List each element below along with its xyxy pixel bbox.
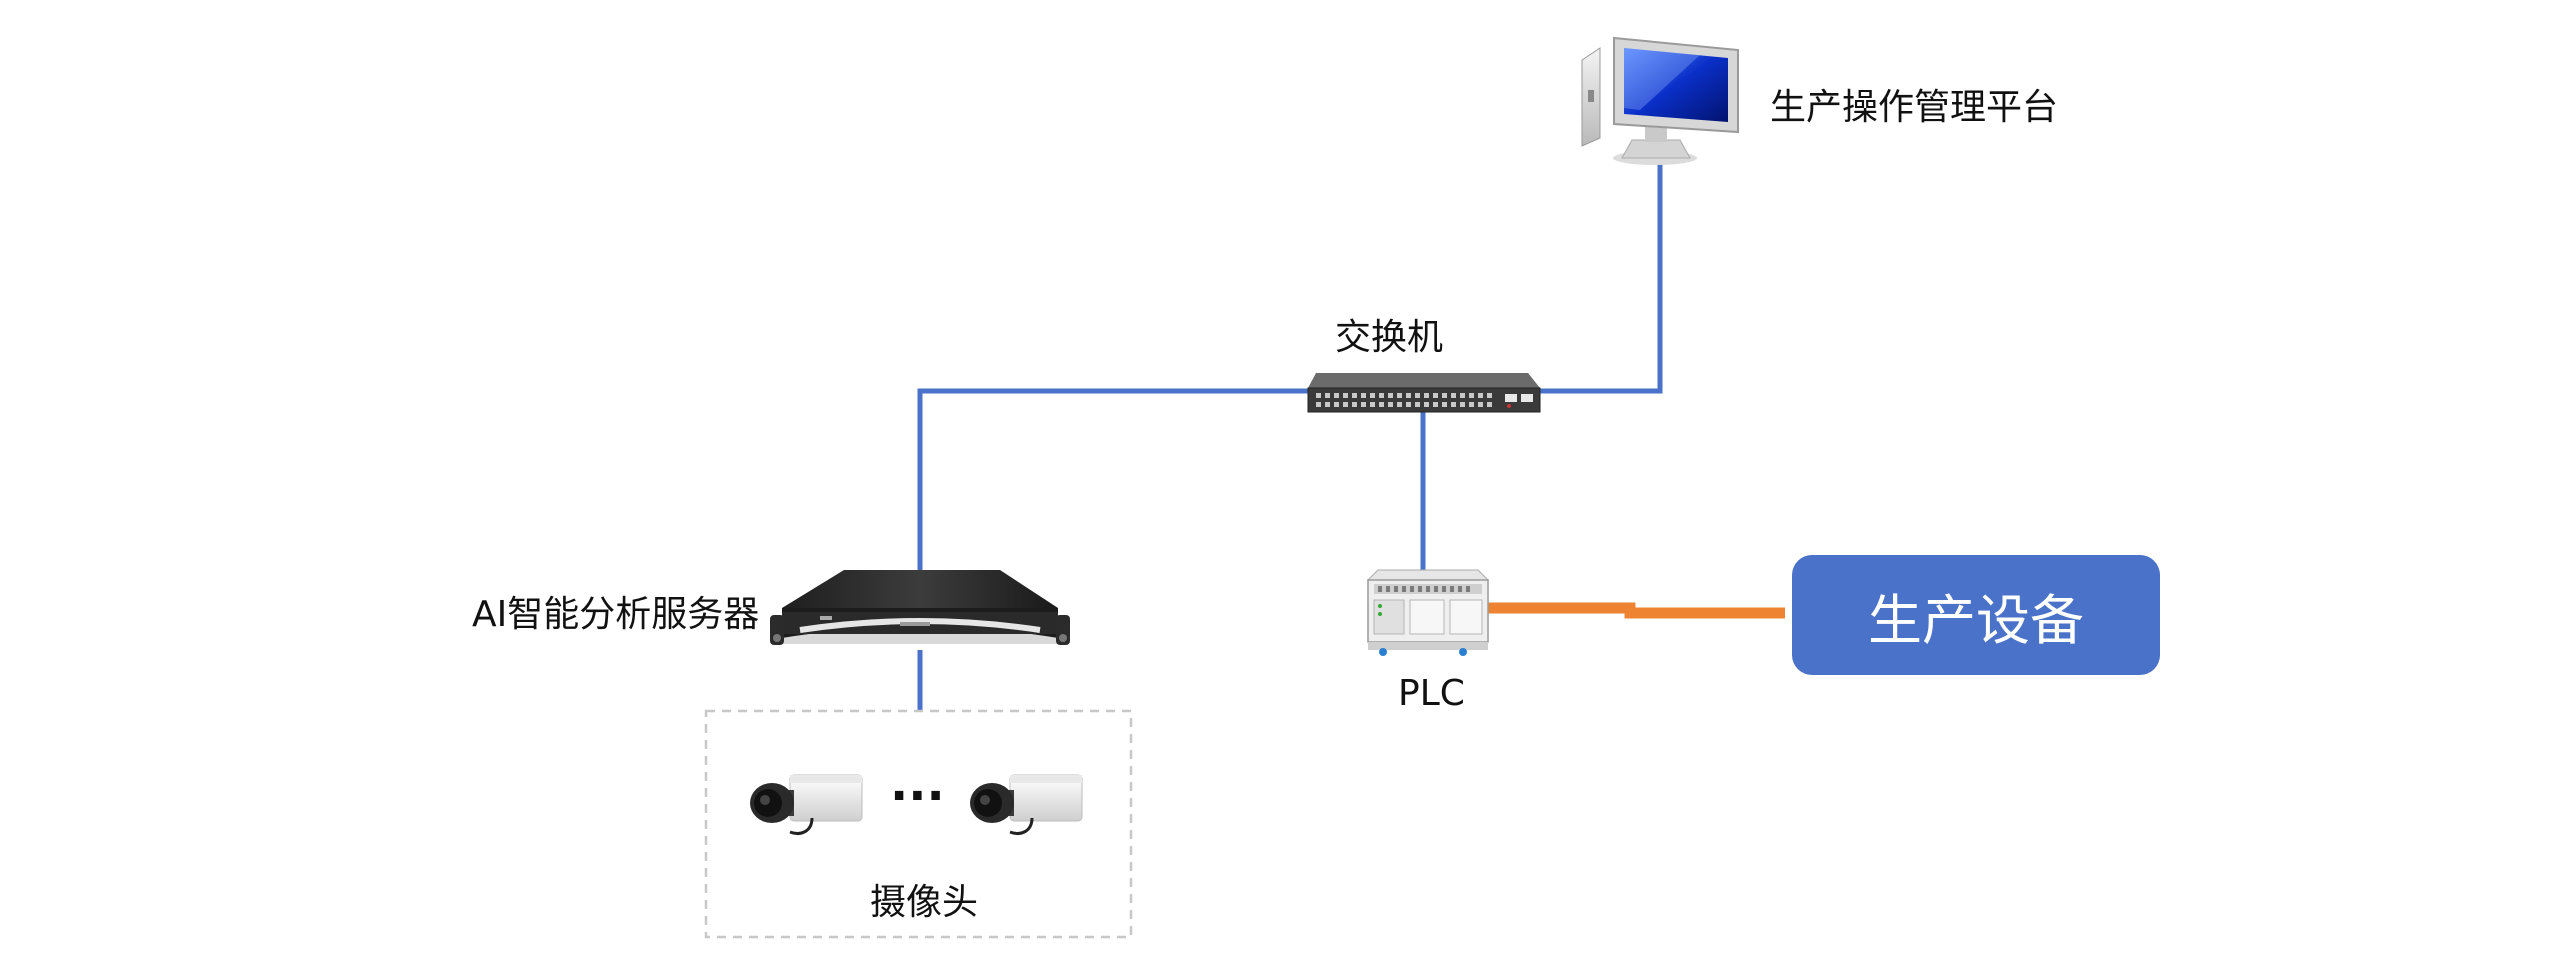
platform-label: 生产操作管理平台 <box>1770 87 2059 128</box>
plc-label: PLC <box>1398 673 1465 714</box>
production-equipment-label: 生产设备 <box>1868 588 2084 652</box>
camera-icon <box>970 774 1083 835</box>
network-switch-icon <box>1307 373 1541 413</box>
plc-module-icon <box>1366 569 1490 656</box>
camera-group-box <box>704 709 1133 939</box>
camera-label: 摄像头 <box>870 882 979 923</box>
camera-ellipsis: ··· <box>890 768 945 824</box>
link-switch-platform <box>1535 158 1663 394</box>
link-plc-equipment <box>1483 602 1785 619</box>
network-links <box>917 158 1785 712</box>
production-equipment-box: 生产设备 <box>1792 555 2160 675</box>
desktop-computer-icon <box>1581 36 1739 165</box>
camera-icon <box>750 774 863 835</box>
rack-server-icon <box>770 570 1070 645</box>
ai-server-label: AI智能分析服务器 <box>472 594 760 635</box>
switch-label: 交换机 <box>1335 317 1444 358</box>
link-switch-ai-server <box>917 388 1310 580</box>
